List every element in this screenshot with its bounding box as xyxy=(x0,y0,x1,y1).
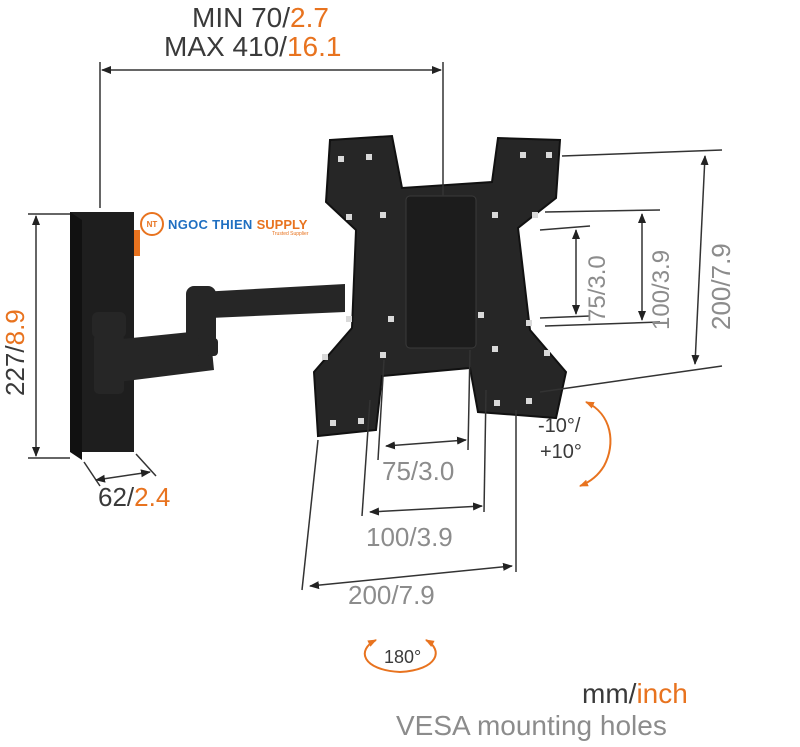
units-inch: inch xyxy=(636,678,688,709)
vesa-vertical-200: 200/7.9 xyxy=(706,243,736,330)
vesa-h100-inch: 3.9 xyxy=(416,522,453,552)
depth-mm: 62/ xyxy=(98,482,135,512)
tilt-arrow xyxy=(579,401,612,487)
height-inch: 8.9 xyxy=(0,309,30,346)
vesa-horizontal-75: 75/3.0 xyxy=(382,458,454,484)
units-legend: mm/inch xyxy=(582,680,688,708)
swing-arm xyxy=(92,284,345,394)
top-dimension-line xyxy=(99,62,444,208)
vesa-h100-mm: 100/ xyxy=(366,522,417,552)
vesa-vertical-lines xyxy=(539,149,723,393)
height-label: 227/8.9 xyxy=(0,309,30,396)
max-mm: MAX 410/ xyxy=(164,31,287,62)
watermark-tagline: Trusted Supplier xyxy=(272,231,309,237)
vesa-vertical-100: 100/3.9 xyxy=(648,249,675,330)
tilt-label-up: -10°/ xyxy=(538,415,581,437)
vesa-horizontal-200: 200/7.9 xyxy=(348,582,435,608)
depth-inch: 2.4 xyxy=(134,482,171,512)
vesa-h75-mm: 75/ xyxy=(382,456,419,486)
vesa-caption: VESA mounting holes xyxy=(396,710,667,741)
height-dimension-line xyxy=(28,213,70,459)
swivel-arrow xyxy=(363,639,437,674)
max-label: MAX 410/16.1 xyxy=(164,33,341,61)
max-inch: 16.1 xyxy=(286,31,342,62)
min-mm: MIN 70/ xyxy=(192,2,291,33)
height-mm: 227/ xyxy=(0,345,30,396)
vesa-h200-mm: 200/ xyxy=(348,580,399,610)
units-mm: mm/ xyxy=(582,678,637,709)
vesa-h200-inch: 7.9 xyxy=(398,580,435,610)
depth-dimension-line xyxy=(83,453,157,487)
tilt-label-down: +10° xyxy=(540,441,582,463)
watermark-name: NGOC THIEN xyxy=(168,216,253,232)
vesa-plate xyxy=(312,134,568,438)
swivel-label: 180° xyxy=(384,647,422,667)
watermark-supply: SUPPLY xyxy=(256,216,308,232)
vesa-h75-inch: 3.0 xyxy=(418,456,455,486)
vesa-horizontal-lines xyxy=(301,349,517,591)
min-inch: 2.7 xyxy=(290,2,329,33)
watermark: NT NGOC THIEN SUPPLY xyxy=(140,212,307,236)
min-label: MIN 70/2.7 xyxy=(192,4,329,32)
watermark-badge: NT xyxy=(140,212,164,236)
vesa-vertical-75: 75/3.0 xyxy=(584,255,611,322)
depth-label: 62/2.4 xyxy=(98,484,170,510)
vesa-horizontal-100: 100/3.9 xyxy=(366,524,453,550)
